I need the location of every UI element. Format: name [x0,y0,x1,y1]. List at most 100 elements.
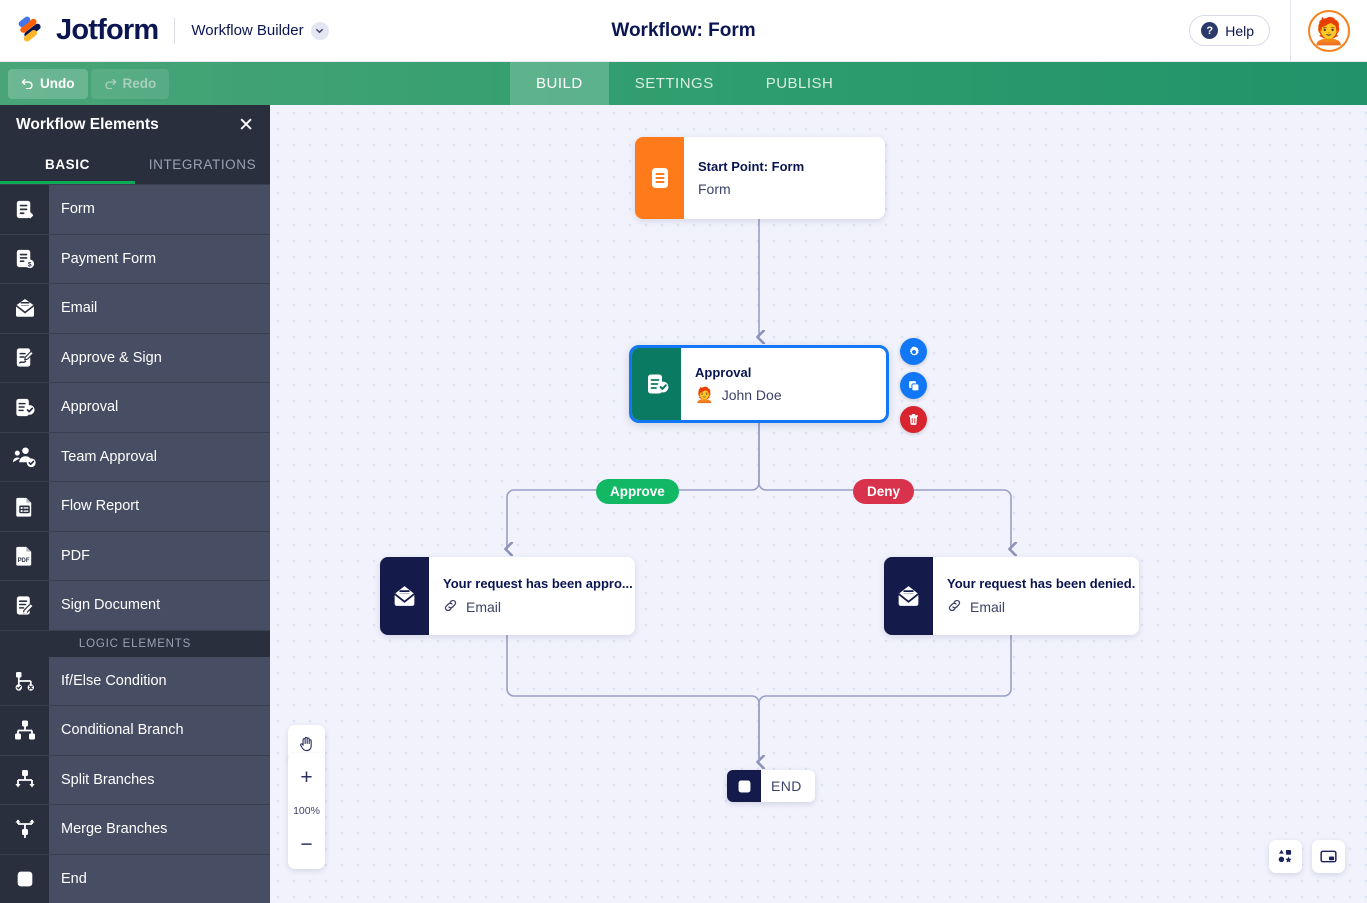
node-body: Your request has been appro... Email [429,557,635,635]
sidebar-item-approval[interactable]: Approval [0,383,270,433]
sign-document-icon [0,581,49,630]
flow-connectors [270,219,1367,903]
user-avatar-icon: 🧑‍🦰 [695,386,714,404]
node-assignee-name: John Doe [721,387,782,403]
form-icon [0,185,49,234]
close-icon[interactable]: ✕ [238,114,254,136]
node-email-denied[interactable]: Your request has been denied. Email [884,557,1139,635]
sidebar-item-conditional-branch[interactable]: Conditional Branch [0,706,270,756]
sidebar-item-form[interactable]: Form [0,185,270,235]
sidebar-item-split-branches[interactable]: Split Branches [0,755,270,805]
sidebar-item-sign-document[interactable]: Sign Document [0,581,270,631]
approval-check-icon [0,383,49,432]
email-envelope-icon [0,284,49,333]
sidebar-item-label: Sign Document [61,597,161,614]
sidebar-tabs: BASIC INTEGRATIONS [0,145,270,185]
avatar-container: 🧑‍🦰 [1290,0,1367,61]
sidebar-item-label: Flow Report [61,498,140,515]
sidebar-item-merge-branches[interactable]: Merge Branches [0,805,270,855]
link-chain-icon [947,598,962,616]
workflow-builder-label: Workflow Builder [191,22,304,39]
sidebar-item-label: Form [61,201,95,218]
node-body: Your request has been denied. Email [933,557,1139,635]
end-square-icon [727,770,761,802]
node-end[interactable]: END [727,770,815,802]
logic-elements-section-label: LOGIC ELEMENTS [0,630,270,657]
email-envelope-icon [884,557,933,635]
sidebar-item-pdf[interactable]: PDF PDF [0,531,270,581]
form-document-icon [635,137,684,219]
undo-label: Undo [40,76,75,91]
node-body: Approval 🧑‍🦰 John Doe [681,348,886,420]
flow-report-icon [0,482,49,531]
sidebar-tab-integrations[interactable]: INTEGRATIONS [148,157,257,172]
if-else-condition-icon [0,656,49,705]
node-subtitle: 🧑‍🦰 John Doe [695,387,872,403]
zoom-in-button[interactable]: + [300,765,313,789]
header-divider [174,17,176,44]
workflow-canvas[interactable]: Start Point: Form Form Approval 🧑‍🦰 John… [270,105,1367,903]
sidebar-item-email[interactable]: Email [0,284,270,334]
sidebar-item-label: Approve & Sign [61,349,162,366]
undo-button[interactable]: Undo [8,68,88,99]
canvas-bottom-tools [1269,840,1345,873]
chevron-down-icon[interactable] [310,21,329,40]
user-avatar-icon[interactable]: 🧑‍🦰 [1308,9,1350,52]
node-subtitle-text: Email [466,599,502,615]
sidebar-item-label: PDF [61,547,90,564]
sidebar-item-flow-report[interactable]: Flow Report [0,482,270,532]
branch-label-deny[interactable]: Deny [853,479,915,504]
minimap-icon[interactable] [1312,840,1345,873]
sidebar-item-label: Conditional Branch [61,722,184,739]
main-tabs: BUILD SETTINGS PUBLISH [510,62,859,105]
trash-icon[interactable] [900,406,927,433]
node-title: Approval [695,365,752,380]
sidebar-header: Workflow Elements ✕ [0,105,270,145]
node-action-buttons [900,338,927,433]
sidebar-item-end[interactable]: End [0,854,270,903]
gear-icon[interactable] [900,338,927,365]
undo-redo-group: Undo Redo [0,68,170,99]
zoom-out-button[interactable]: − [300,832,313,856]
brand-name: Jotform [56,14,159,46]
email-envelope-icon [380,557,429,635]
node-start-point[interactable]: Start Point: Form Form [635,137,885,219]
node-subtitle: Email [947,598,1135,616]
sidebar-item-label: Split Branches [61,771,155,788]
sidebar-tab-basic[interactable]: BASIC [0,145,135,184]
node-subtitle: Email [443,598,633,616]
sidebar-item-if-else-condition[interactable]: If/Else Condition [0,656,270,706]
link-chain-icon [443,598,458,616]
help-button[interactable]: ? Help [1189,15,1270,46]
tab-publish[interactable]: PUBLISH [765,75,834,92]
copy-icon[interactable] [900,372,927,399]
workflow-elements-sidebar: Workflow Elements ✕ BASIC INTEGRATIONS F… [0,105,270,903]
split-branches-icon [0,755,49,804]
brand-block: Jotform [0,14,159,47]
zoom-controls: + 100% − [288,753,325,869]
sidebar-item-label: Approval [61,399,119,416]
tab-build[interactable]: BUILD [510,62,609,105]
branch-label-approve[interactable]: Approve [596,479,679,504]
sidebar-element-list[interactable]: Form $ Payment Form Email Approve & Sign [0,185,270,903]
sidebar-item-payment-form[interactable]: $ Payment Form [0,234,270,284]
sidebar-item-team-approval[interactable]: Team Approval [0,432,270,482]
header-right: ? Help 🧑‍🦰 [1189,0,1367,61]
node-subtitle-text: Form [698,181,731,197]
node-subtitle-text: Email [970,599,1006,615]
node-approval[interactable]: Approval 🧑‍🦰 John Doe [629,345,889,423]
sidebar-item-approve-sign[interactable]: Approve & Sign [0,333,270,383]
workflow-builder-menu[interactable]: Workflow Builder [191,21,329,40]
undo-arrow-icon [21,76,34,92]
node-title: Your request has been denied. [947,576,1136,591]
shapes-elements-icon[interactable] [1269,840,1302,873]
node-email-approved[interactable]: Your request has been appro... Email [380,557,635,635]
sidebar-item-label: If/Else Condition [61,672,167,689]
conditional-branch-icon [0,706,49,755]
tab-settings[interactable]: SETTINGS [634,75,714,92]
svg-text:PDF: PDF [18,558,30,564]
redo-button[interactable]: Redo [90,68,170,99]
top-header: Jotform Workflow Builder Workflow: Form … [0,0,1367,62]
node-title: Start Point: Form [698,159,805,174]
payment-form-icon: $ [0,234,49,283]
